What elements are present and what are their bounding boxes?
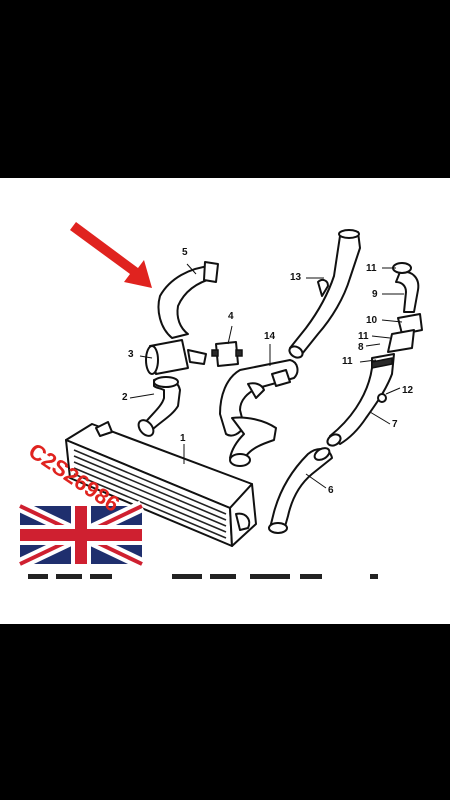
part-3-sensor xyxy=(145,339,207,375)
parts-diagram xyxy=(17,222,423,579)
callout-14: 14 xyxy=(264,331,276,342)
leader-lines xyxy=(129,263,404,489)
part-9-hose xyxy=(392,262,420,313)
callout-2: 2 xyxy=(122,392,128,403)
callout-7: 7 xyxy=(392,419,398,430)
callout-12: 12 xyxy=(402,385,414,396)
callout-10: 10 xyxy=(366,315,378,326)
part-13-hose xyxy=(288,229,361,359)
callout-11-top: 11 xyxy=(366,263,377,274)
part-6-hose xyxy=(268,447,333,534)
callout-11-mid: 11 xyxy=(358,331,369,342)
part-4-bracket xyxy=(211,341,243,367)
part-14-pipe xyxy=(219,359,299,467)
part-12-clip xyxy=(377,393,387,403)
callout-11-low: 11 xyxy=(342,356,353,367)
callout-13: 13 xyxy=(290,272,302,283)
callout-9: 9 xyxy=(372,289,378,300)
red-arrow-icon xyxy=(70,222,152,288)
callout-4: 4 xyxy=(228,311,234,322)
diagram-panel: 5 4 3 2 1 13 14 11 9 10 11 8 11 12 7 6 C… xyxy=(0,178,450,624)
callout-1: 1 xyxy=(180,433,186,444)
part-5-hose xyxy=(157,261,219,339)
intercooler-fins xyxy=(73,449,227,539)
part-10-connector xyxy=(387,313,423,353)
callout-3: 3 xyxy=(128,349,134,360)
part-2-elbow-hose xyxy=(137,376,181,437)
callout-5: 5 xyxy=(182,247,188,258)
cut-off-caption xyxy=(28,574,378,579)
callout-6: 6 xyxy=(328,485,334,496)
union-jack-flag xyxy=(17,500,145,570)
callout-8: 8 xyxy=(358,342,364,353)
part-1-intercooler xyxy=(65,421,257,547)
